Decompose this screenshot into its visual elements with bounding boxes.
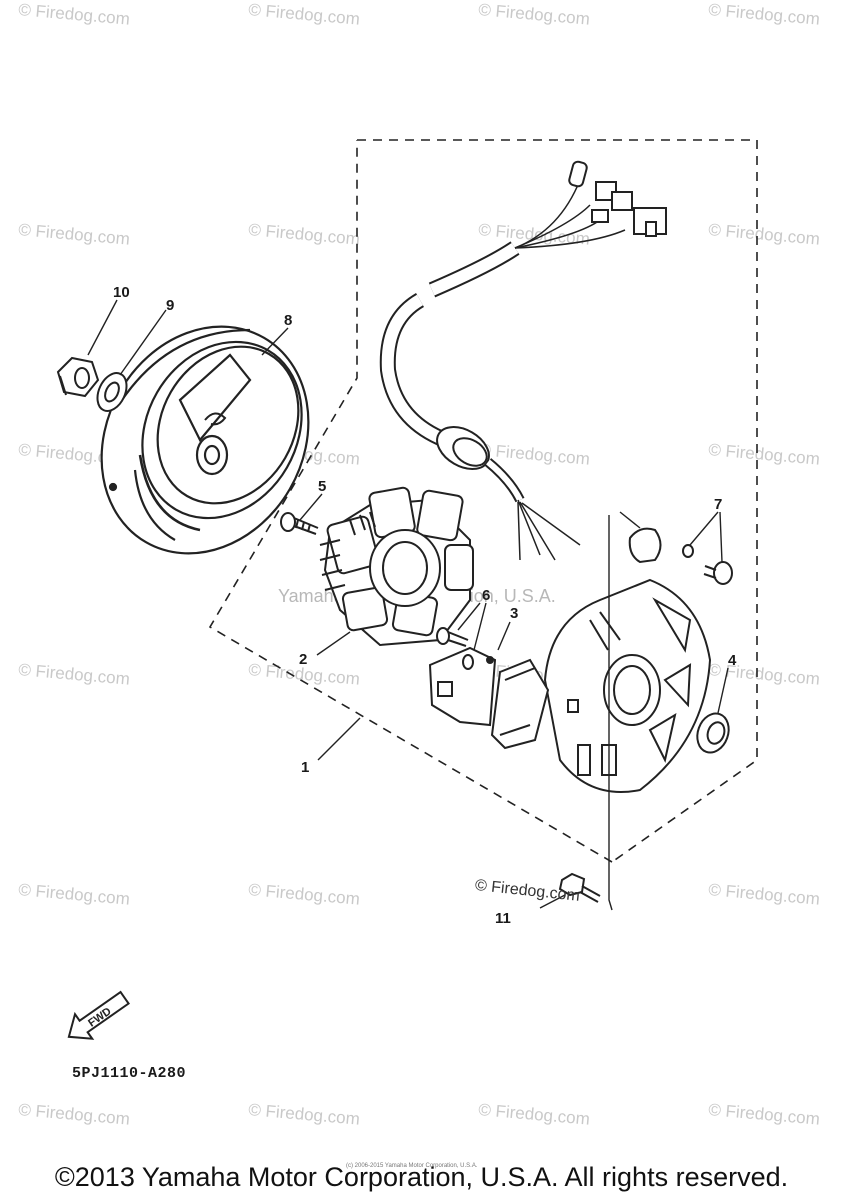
callout-6: 6 [482, 587, 490, 604]
stator-coil [319, 486, 474, 647]
callout-11: 11 [495, 910, 511, 927]
callout-10: 10 [113, 284, 130, 301]
nut [56, 356, 100, 398]
callout-8: 8 [284, 312, 292, 329]
oil-seal [696, 712, 730, 754]
watermark: © Firedog.com [708, 880, 821, 909]
copyright-notice: ©2013 Yamaha Motor Corporation, U.S.A. A… [54, 1162, 789, 1192]
watermark: © Firedog.com [18, 880, 131, 909]
watermark: © Firedog.com [248, 1100, 361, 1129]
watermark: © Firedog.com [248, 220, 361, 249]
watermark: © Firedog.com [18, 1100, 131, 1129]
callout-4: 4 [728, 652, 737, 669]
watermark: © Firedog.com [248, 0, 361, 29]
watermark: © Firedog.com [18, 660, 131, 689]
tiny-credit: (c) 2006-2015 Yamaha Motor Corporation, … [346, 1163, 478, 1169]
callout-2: 2 [299, 651, 307, 668]
callout-9: 9 [166, 297, 174, 314]
callout-7: 7 [714, 496, 722, 513]
stator-base-plate [543, 578, 712, 793]
watermark: © Firedog.com [708, 1100, 821, 1129]
callouts [87, 299, 729, 911]
watermark: © Firedog.com [18, 0, 131, 29]
callout-1: 1 [301, 759, 309, 776]
callout-5: 5 [318, 478, 326, 495]
watermark: © Firedog.com [478, 0, 591, 29]
screw [280, 512, 319, 535]
washer [96, 372, 128, 412]
watermark: © Firedog.com [708, 440, 821, 469]
coil-bracket [428, 646, 497, 727]
forward-arrow-icon: FWD [67, 990, 130, 1040]
watermark: © Firedog.com [478, 1100, 591, 1129]
watermark: © Firedog.com [18, 220, 131, 249]
screws [436, 627, 474, 670]
watermark: © Firedog.com [708, 0, 821, 29]
wire-harness [379, 160, 667, 561]
clamp-set [628, 527, 733, 585]
bolt [558, 872, 601, 903]
flywheel-rotor [100, 325, 310, 555]
callout-labels: 1 2 3 4 5 6 7 8 9 10 11 [113, 284, 737, 927]
watermark: © Firedog.com [248, 880, 361, 909]
diagram-code: 5PJ1110-A280 [72, 1065, 187, 1082]
assembly-boundary-dashed [208, 139, 758, 863]
pickup-coil [490, 658, 550, 750]
watermark: © Firedog.com [708, 220, 821, 249]
callout-3: 3 [510, 605, 518, 622]
